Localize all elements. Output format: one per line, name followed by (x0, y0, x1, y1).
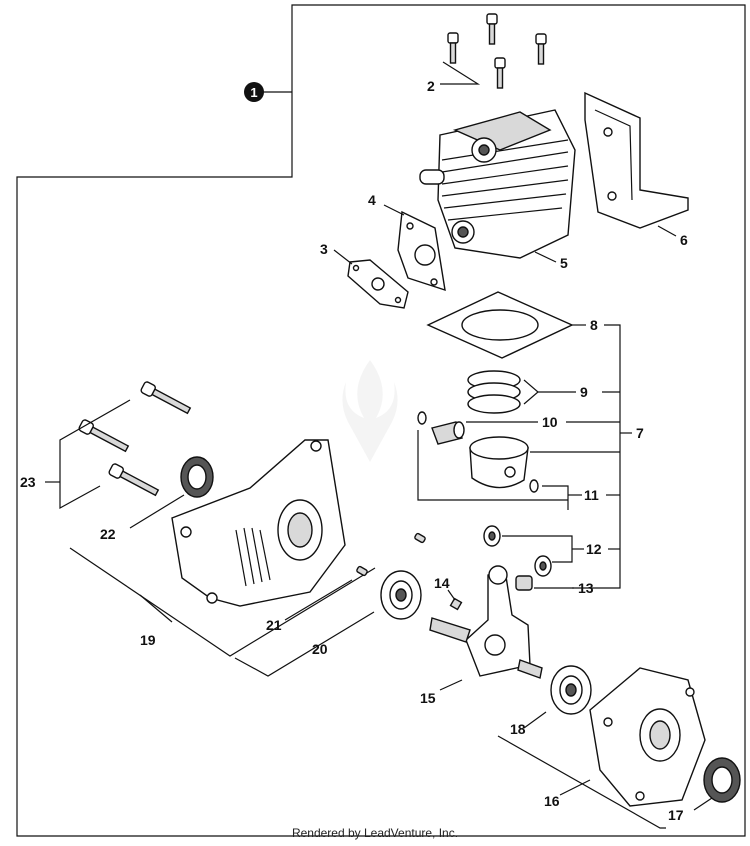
assembly-boundary (16, 4, 746, 837)
piston-pin (431, 421, 465, 445)
callout-5: 5 (560, 255, 568, 271)
callout-23: 23 (20, 474, 36, 490)
oil-seal-left (180, 456, 214, 498)
callout-15: 15 (420, 690, 436, 706)
crankcase-left (171, 439, 346, 607)
footer-credit: Rendered by LeadVenture, Inc. (291, 826, 459, 840)
heat-shield (584, 91, 689, 229)
callout-6: 6 (680, 232, 688, 248)
callout-2: 2 (427, 78, 435, 94)
crankshaft (429, 565, 543, 679)
callout-14: 14 (434, 575, 450, 591)
crankcase-bearing-left (380, 570, 422, 620)
cylinder (419, 109, 576, 259)
assembly-marker (244, 82, 264, 102)
callout-11: 11 (584, 487, 599, 503)
carburetor-gasket (347, 259, 409, 309)
callout-21: 21 (266, 617, 282, 633)
callout-4: 4 (368, 192, 376, 208)
callout-8: 8 (590, 317, 598, 333)
callout-13: 13 (578, 580, 594, 596)
callout-9: 9 (580, 384, 588, 400)
oil-seal-right (703, 757, 741, 803)
callout-7: 7 (636, 425, 644, 441)
assembly-marker-label: 1 (250, 85, 257, 100)
cylinder-bolts (447, 13, 547, 89)
needle-bearing (515, 575, 533, 591)
piston-rings (467, 370, 521, 414)
callout-18: 18 (510, 721, 526, 737)
woodruff-key (449, 597, 463, 611)
callout-3: 3 (320, 241, 328, 257)
callout-20: 20 (312, 641, 328, 657)
callout-12: 12 (586, 541, 602, 557)
crankcase-right (589, 667, 706, 807)
piston (469, 436, 529, 489)
insulator-gasket (397, 210, 446, 292)
callout-17: 17 (668, 807, 684, 823)
callout-19: 19 (140, 632, 156, 648)
watermark-logo (342, 360, 398, 462)
piston-pin-circlips (417, 411, 539, 493)
dowel-pins (356, 532, 426, 577)
crankcase-bolts (78, 381, 192, 497)
cylinder-base-gasket (426, 291, 574, 359)
crankshaft-washers (483, 525, 552, 577)
callout-22: 22 (100, 526, 116, 542)
callout-10: 10 (542, 414, 558, 430)
callout-16: 16 (544, 793, 560, 809)
crankcase-bearing-right (550, 665, 592, 715)
